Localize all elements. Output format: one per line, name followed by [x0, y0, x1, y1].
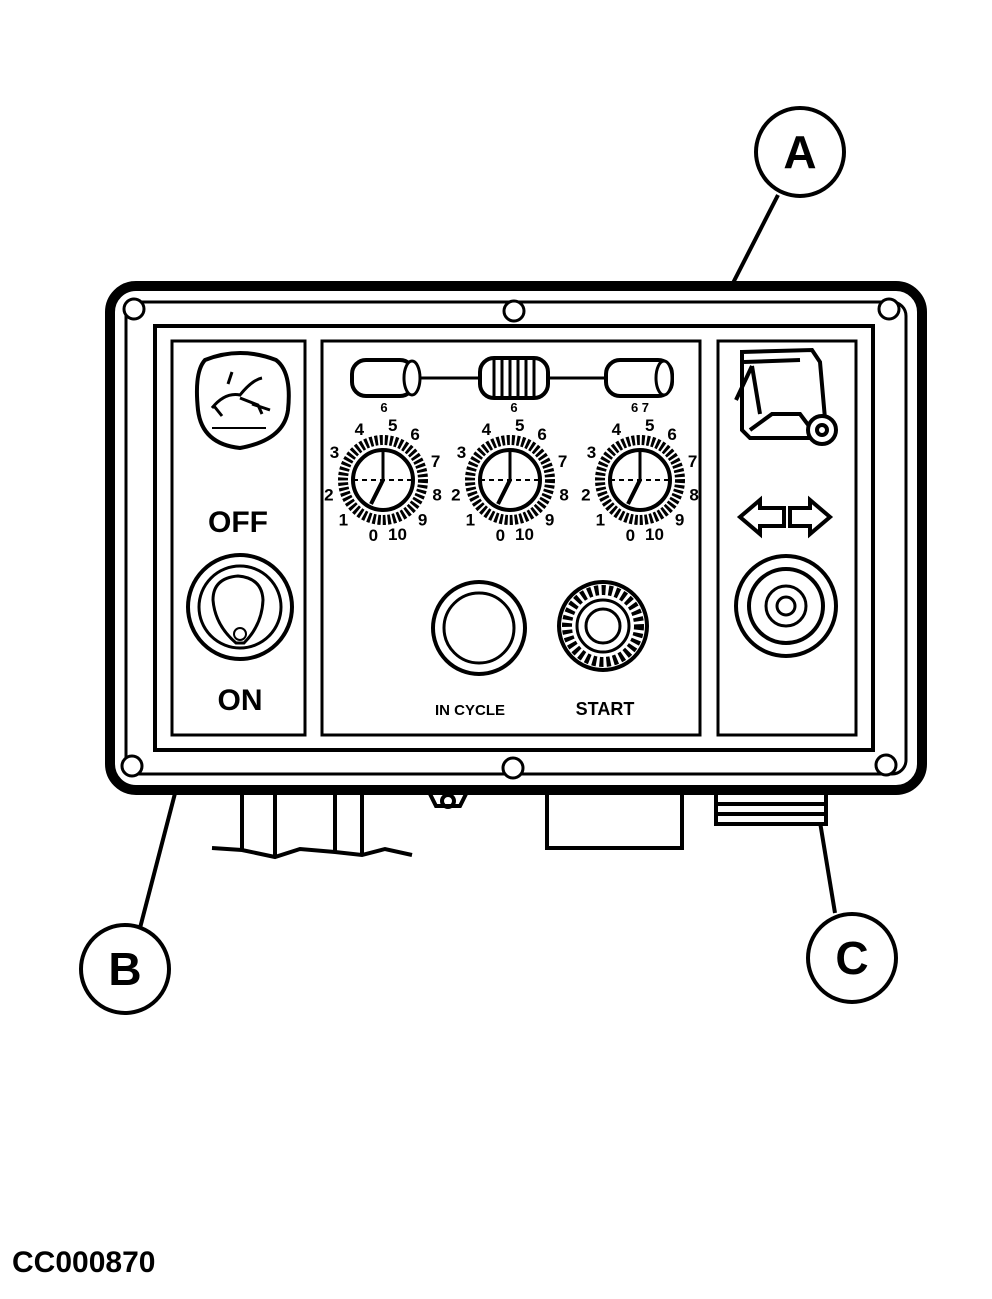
dial-3-number: 4 [612, 420, 622, 439]
dial-3-number: 6 [667, 425, 676, 444]
dial-3-number: 5 [645, 416, 654, 435]
screw-top-left [122, 297, 146, 321]
dial-2-number: 2 [451, 486, 460, 505]
dial-3-number: 2 [581, 486, 590, 505]
in-cycle-label: IN CYCLE [435, 702, 505, 719]
right-panel [716, 339, 858, 737]
dial-2-number: 4 [482, 420, 492, 439]
dial-3-number: 3 [587, 443, 596, 462]
dial-2-number: 5 [515, 416, 524, 435]
screw-bottom-center [501, 756, 525, 780]
dial-2-number: 10 [515, 525, 534, 544]
dial-1-number: 2 [324, 486, 333, 505]
dial-2-number: 1 [466, 511, 475, 530]
dial-3-number: 10 [645, 525, 664, 544]
dial-3-number: 0 [626, 526, 635, 545]
dial-2-number: 0 [496, 526, 505, 545]
right-arrow-icon [788, 495, 834, 539]
dial-1-number: 10 [388, 525, 407, 544]
dial-1-number: 0 [369, 526, 378, 545]
dial-1-number: 9 [418, 511, 427, 530]
screw-top-right [877, 297, 901, 321]
off-label: OFF [208, 506, 268, 539]
dial-2-number: 7 [558, 452, 567, 471]
dial-3-number: 7 [688, 452, 697, 471]
bale-stages [350, 356, 674, 400]
start-label: START [576, 699, 635, 719]
dial-pointer-3 [626, 479, 642, 505]
bottom-connectors [211, 788, 828, 860]
screw-bottom-left [120, 754, 144, 778]
deer-logo-icon [194, 351, 291, 451]
faceplate [153, 324, 875, 752]
baler-gate-icon [734, 347, 838, 446]
screw-bottom-right [874, 753, 898, 777]
dial-3-number: 9 [675, 511, 684, 530]
in-cycle-lamp [431, 580, 527, 676]
gate-switch-button[interactable] [734, 554, 838, 658]
dial-1-number: 5 [388, 416, 397, 435]
callout-c-label: C [835, 932, 868, 984]
screw-top-center [502, 299, 526, 323]
start-button[interactable] [557, 580, 649, 672]
full-bale-icon [478, 356, 550, 400]
dial-1-number: 1 [339, 511, 348, 530]
on-label: ON [218, 684, 263, 717]
figure-id: CC000870 [12, 1246, 156, 1279]
ignition-key-switch[interactable] [186, 553, 294, 661]
dial-pointer-1 [369, 479, 385, 505]
large-bale-icon [604, 358, 674, 398]
dial-1-number: 8 [432, 486, 441, 505]
dial-2-number: 6 [537, 425, 546, 444]
small-bale-icon [350, 358, 422, 398]
callout-b: B [79, 923, 171, 1015]
center-panel [320, 339, 702, 737]
callout-a: A [754, 106, 846, 198]
left-arrow-icon [736, 495, 786, 539]
dial-2-number: 8 [559, 486, 568, 505]
callout-b-label: B [108, 943, 141, 995]
screws [120, 297, 901, 780]
dial-3-number: 8 [689, 486, 698, 505]
dial-1-number: 6 [410, 425, 419, 444]
dial-3-number: 1 [596, 511, 605, 530]
left-panel [170, 339, 307, 737]
dial-1-number: 4 [355, 420, 365, 439]
dial-2-number: 3 [457, 443, 466, 462]
leader-line-a [731, 194, 780, 284]
bale-label-3: 6 7 [631, 400, 649, 415]
bale-label-1: 6 [380, 400, 387, 415]
bale-label-2: 6 [510, 400, 517, 415]
dial-2-number: 9 [545, 511, 554, 530]
dial-pointer-2 [496, 479, 512, 505]
dial-1-number: 3 [330, 443, 339, 462]
callout-c: C [806, 912, 898, 1004]
callout-a-label: A [783, 126, 816, 178]
dial-1-number: 7 [431, 452, 440, 471]
